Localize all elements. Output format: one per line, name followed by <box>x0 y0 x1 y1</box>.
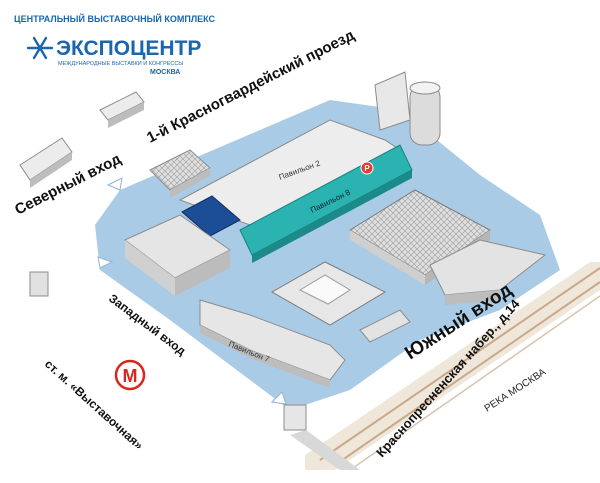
west-buildings <box>124 214 231 296</box>
logo-subtitle: МЕЖДУНАРОДНЫЕ ВЫСТАВКИ И КОНГРЕССЫ <box>58 61 183 67</box>
parking-label: P <box>364 164 370 173</box>
southeast-buildings <box>359 239 547 343</box>
pavilion-7 <box>199 299 346 388</box>
parking-marker[interactable]: P <box>360 161 374 175</box>
river-label: РЕКА МОСКВА <box>483 367 549 415</box>
metro-logo-letter: M <box>123 366 138 386</box>
building-blocks-northwest <box>19 91 211 198</box>
logo-text: ЭКСПОЦЕНТР <box>56 37 201 60</box>
company-name: ЦЕНТРАЛЬНЫЙ ВЫСТАВОЧНЫЙ КОМПЛЕКС <box>14 13 216 24</box>
river-embankment <box>305 262 600 471</box>
entrance-arrows <box>97 177 287 405</box>
snowflake-logo-icon <box>26 36 54 60</box>
highlighted-hall <box>181 195 241 237</box>
metro-logo-icon[interactable]: M <box>114 359 146 391</box>
bridge-structure <box>283 404 360 470</box>
logo-city: МОСКВА <box>150 69 180 76</box>
pavilion-pyramid <box>270 261 387 326</box>
tower-building <box>374 71 441 146</box>
small-block-west <box>29 271 49 297</box>
